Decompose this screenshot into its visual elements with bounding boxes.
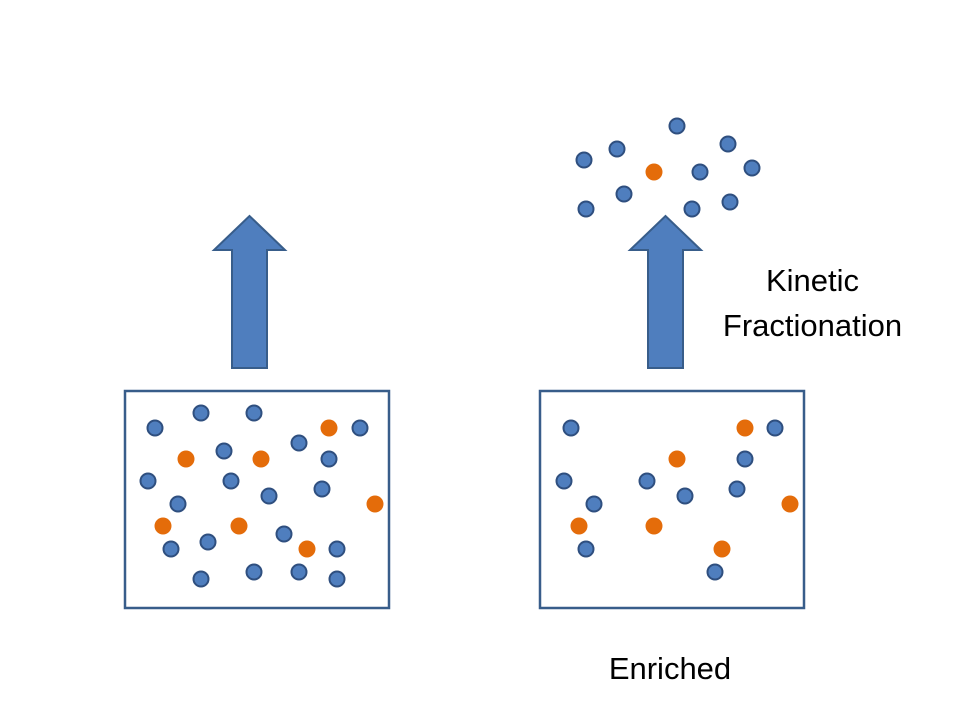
molecule-rare: [177, 450, 195, 468]
molecule-rare: [366, 495, 384, 513]
molecule-common: [721, 193, 739, 211]
molecule-common: [608, 140, 626, 158]
molecule-common: [146, 419, 164, 437]
molecule-rare: [645, 517, 663, 535]
molecule-rare: [230, 517, 248, 535]
molecule-common: [615, 185, 633, 203]
molecule-common: [706, 563, 724, 581]
molecule-common: [577, 200, 595, 218]
molecule-common: [728, 480, 746, 498]
molecule-common: [766, 419, 784, 437]
molecule-rare: [320, 419, 338, 437]
molecule-common: [290, 563, 308, 581]
molecule-common: [638, 472, 656, 490]
molecule-common: [351, 419, 369, 437]
molecule-rare: [713, 540, 731, 558]
molecule-rare: [668, 450, 686, 468]
molecule-rare: [781, 495, 799, 513]
left-evaporation-arrow: [211, 214, 288, 369]
molecule-common: [222, 472, 240, 490]
molecule-common: [585, 495, 603, 513]
left-panel: [123, 214, 391, 610]
escaped-molecules: [575, 117, 761, 218]
molecule-common: [562, 419, 580, 437]
molecule-common: [162, 540, 180, 558]
molecule-common: [668, 117, 686, 135]
molecule-common: [313, 480, 331, 498]
molecule-rare: [252, 450, 270, 468]
molecule-rare: [298, 540, 316, 558]
molecule-common: [676, 487, 694, 505]
kinetic-label-line1: Kinetic: [765, 263, 860, 298]
molecule-common: [169, 495, 187, 513]
molecule-common: [215, 442, 233, 460]
molecule-common: [260, 487, 278, 505]
left-molecules: [139, 404, 384, 588]
molecule-common: [320, 450, 338, 468]
molecule-common: [192, 404, 210, 422]
molecule-common: [683, 200, 701, 218]
molecule-rare: [736, 419, 754, 437]
right-evaporation-arrow: [627, 214, 704, 369]
molecule-common: [736, 450, 754, 468]
molecule-common: [691, 163, 709, 181]
right-panel: [538, 117, 806, 610]
molecule-rare: [154, 517, 172, 535]
molecule-common: [575, 151, 593, 169]
molecule-common: [290, 434, 308, 452]
molecule-common: [328, 540, 346, 558]
molecule-rare: [570, 517, 588, 535]
molecule-common: [139, 472, 157, 490]
molecule-common: [328, 570, 346, 588]
molecule-common: [275, 525, 293, 543]
molecule-rare: [645, 163, 663, 181]
right-container-box: [538, 389, 806, 610]
kinetic-fractionation-label: Kinetic Fractionation: [700, 258, 925, 348]
molecule-common: [577, 540, 595, 558]
right-molecules: [555, 419, 799, 581]
molecule-common: [192, 570, 210, 588]
molecule-common: [245, 563, 263, 581]
enriched-label: Enriched: [608, 651, 732, 686]
molecule-common: [719, 135, 737, 153]
molecule-common: [199, 533, 217, 551]
molecule-common: [743, 159, 761, 177]
kinetic-label-line2: Fractionation: [722, 308, 903, 343]
molecule-common: [555, 472, 573, 490]
molecule-common: [245, 404, 263, 422]
